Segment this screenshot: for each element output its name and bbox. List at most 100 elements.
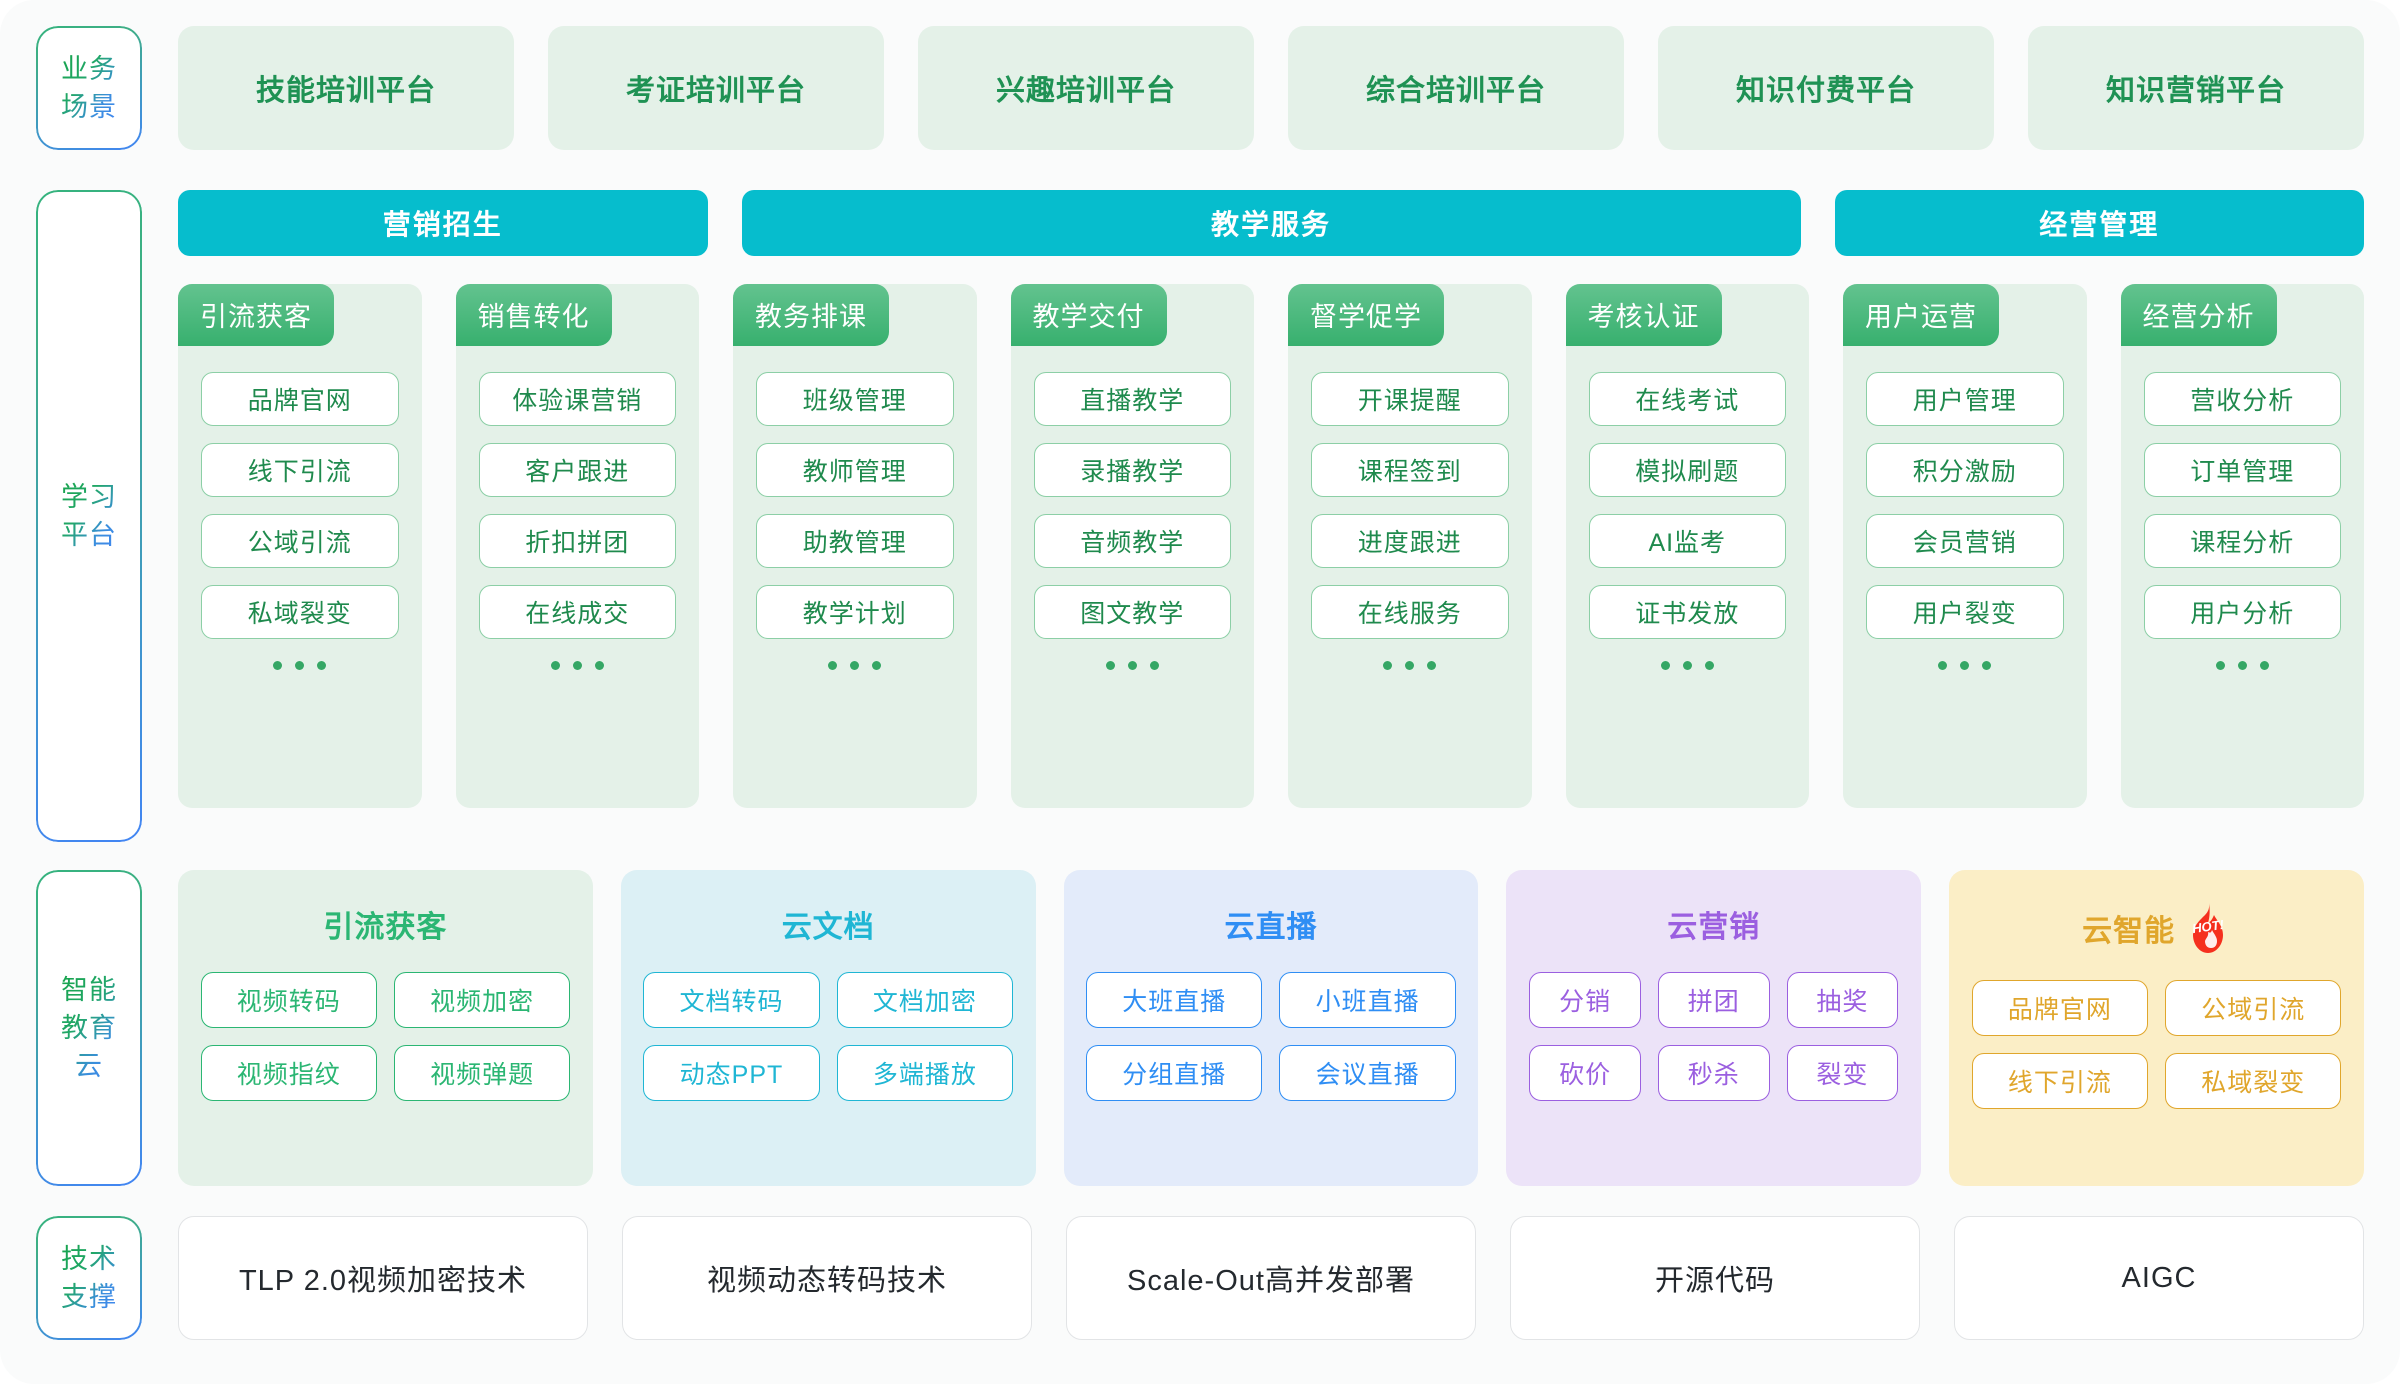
tech-card[interactable]: 开源代码 (1510, 1216, 1920, 1340)
learning-group-header-row: 营销招生 教学服务 经营管理 (178, 190, 2364, 256)
cloud-tag[interactable]: 砍价 (1529, 1045, 1641, 1101)
scenario-card[interactable]: 知识营销平台 (2028, 26, 2364, 150)
feature-pill[interactable]: 在线服务 (1311, 585, 1509, 639)
group-header-operation[interactable]: 经营管理 (1834, 190, 2364, 256)
group-header-marketing[interactable]: 营销招生 (178, 190, 708, 256)
feature-pill[interactable]: 线下引流 (201, 443, 399, 497)
feature-pill[interactable]: 班级管理 (756, 372, 954, 426)
feature-pill[interactable]: 课程签到 (1311, 443, 1509, 497)
cloud-tag-grid: 分销 拼团 抽奖 砍价 秒杀 裂变 (1528, 972, 1899, 1101)
learning-column: 考核认证 在线考试 模拟刷题 AI监考 证书发放 (1565, 284, 1810, 808)
scenario-card[interactable]: 考证培训平台 (548, 26, 884, 150)
group-header-teaching[interactable]: 教学服务 (741, 190, 1801, 256)
cloud-tag-grid: 大班直播 小班直播 分组直播 会议直播 (1086, 972, 1457, 1101)
cloud-column-title: 引流获客 (323, 911, 448, 944)
scenario-card[interactable]: 知识付费平台 (1658, 26, 1994, 150)
cloud-column-traffic: 引流获客 视频转码 视频加密 视频指纹 视频弹题 (178, 870, 593, 1186)
cloud-tag[interactable]: 分组直播 (1086, 1045, 1263, 1101)
feature-pill[interactable]: 课程分析 (2143, 514, 2341, 568)
cloud-column-title-wrap: 云直播 (1224, 902, 1317, 946)
cloud-tag[interactable]: 小班直播 (1279, 972, 1456, 1028)
tech-support-list: TLP 2.0视频加密技术 视频动态转码技术 Scale-Out高并发部署 开源… (178, 1216, 2364, 1340)
learning-column-title: 教学交付 (1010, 284, 1167, 346)
cloud-tag[interactable]: 大班直播 (1086, 972, 1263, 1028)
scenario-card[interactable]: 兴趣培训平台 (918, 26, 1254, 150)
feature-pill[interactable]: 模拟刷题 (1588, 443, 1786, 497)
cloud-tag[interactable]: 线下引流 (1971, 1053, 2149, 1109)
cloud-tag[interactable]: 动态PPT (643, 1045, 820, 1101)
feature-pill[interactable]: 订单管理 (2143, 443, 2341, 497)
more-ellipsis-icon[interactable] (1288, 661, 1532, 670)
cloud-tag[interactable]: 视频加密 (393, 972, 571, 1028)
feature-pill[interactable]: 图文教学 (1033, 585, 1231, 639)
feature-pill[interactable]: 折扣拼团 (478, 514, 676, 568)
cloud-tag[interactable]: 分销 (1529, 972, 1641, 1028)
cloud-tag[interactable]: 裂变 (1786, 1045, 1899, 1101)
feature-pill[interactable]: 助教管理 (756, 514, 954, 568)
row-label-business-scenario: 业务 场景 (36, 26, 142, 150)
learning-column-title: 经营分析 (2120, 284, 2277, 346)
cloud-tag[interactable]: 文档加密 (836, 972, 1014, 1028)
learning-column-title: 用户运营 (1843, 284, 1999, 346)
feature-pill[interactable]: 开课提醒 (1311, 372, 1509, 426)
feature-pill[interactable]: 会员营销 (1866, 514, 2064, 568)
feature-pill[interactable]: 在线考试 (1588, 372, 1786, 426)
cloud-tag[interactable]: 视频转码 (200, 972, 377, 1028)
learning-column-items: 班级管理 教师管理 助教管理 教学计划 (733, 372, 977, 639)
more-ellipsis-icon[interactable] (456, 661, 700, 670)
feature-pill[interactable]: 教学计划 (756, 585, 954, 639)
learning-column: 引流获客 品牌官网 线下引流 公域引流 私域裂变 (178, 284, 422, 808)
feature-pill[interactable]: 教师管理 (756, 443, 954, 497)
feature-pill[interactable]: 证书发放 (1588, 585, 1786, 639)
cloud-column-title: 云营销 (1667, 911, 1761, 944)
more-ellipsis-icon[interactable] (178, 661, 422, 670)
feature-pill[interactable]: 用户分析 (2143, 585, 2341, 639)
feature-pill[interactable]: 录播教学 (1033, 443, 1231, 497)
feature-pill[interactable]: 营收分析 (2143, 372, 2341, 426)
cloud-tag[interactable]: 私域裂变 (2165, 1053, 2342, 1109)
feature-pill[interactable]: 体验课营销 (478, 372, 676, 426)
more-ellipsis-icon[interactable] (733, 661, 977, 670)
learning-column: 督学促学 开课提醒 课程签到 进度跟进 在线服务 (1288, 284, 1532, 808)
scenario-card[interactable]: 综合培训平台 (1288, 26, 1624, 150)
cloud-tag[interactable]: 抽奖 (1786, 972, 1899, 1028)
cloud-tag[interactable]: 多端播放 (836, 1045, 1014, 1101)
feature-pill[interactable]: 进度跟进 (1311, 514, 1509, 568)
more-ellipsis-icon[interactable] (2121, 661, 2365, 670)
feature-pill[interactable]: 客户跟进 (478, 443, 676, 497)
cloud-tag[interactable]: 品牌官网 (1971, 980, 2149, 1036)
cloud-tag-grid: 视频转码 视频加密 视频指纹 视频弹题 (200, 972, 571, 1101)
row-label-tech-support: 技术 支撑 (36, 1216, 142, 1340)
learning-column-items: 用户管理 积分激励 会员营销 用户裂变 (1843, 372, 2087, 639)
feature-pill[interactable]: 用户管理 (1866, 372, 2064, 426)
more-ellipsis-icon[interactable] (1566, 661, 1810, 670)
cloud-tag[interactable]: 视频弹题 (393, 1045, 571, 1101)
learning-column-items: 开课提醒 课程签到 进度跟进 在线服务 (1288, 372, 1532, 639)
business-scenario-list: 技能培训平台 考证培训平台 兴趣培训平台 综合培训平台 知识付费平台 知识营销平… (178, 26, 2364, 150)
cloud-column-intelligence: 云智能 HOT! 品牌官网 公域引流 线下引流 私域裂变 (1949, 870, 2364, 1186)
learning-column-title: 引流获客 (178, 284, 334, 346)
more-ellipsis-icon[interactable] (1843, 661, 2087, 670)
tech-card[interactable]: Scale-Out高并发部署 (1066, 1216, 1476, 1340)
cloud-tag[interactable]: 会议直播 (1279, 1045, 1456, 1101)
scenario-card[interactable]: 技能培训平台 (178, 26, 514, 150)
feature-pill[interactable]: AI监考 (1588, 514, 1786, 568)
tech-card[interactable]: 视频动态转码技术 (622, 1216, 1032, 1340)
tech-card[interactable]: TLP 2.0视频加密技术 (178, 1216, 588, 1340)
feature-pill[interactable]: 音频教学 (1033, 514, 1231, 568)
cloud-tag[interactable]: 拼团 (1657, 972, 1770, 1028)
cloud-tag[interactable]: 文档转码 (643, 972, 820, 1028)
feature-pill[interactable]: 公域引流 (201, 514, 399, 568)
more-ellipsis-icon[interactable] (1011, 661, 1255, 670)
feature-pill[interactable]: 积分激励 (1866, 443, 2064, 497)
cloud-tag[interactable]: 公域引流 (2165, 980, 2342, 1036)
cloud-tag[interactable]: 视频指纹 (200, 1045, 377, 1101)
feature-pill[interactable]: 私域裂变 (201, 585, 399, 639)
feature-pill[interactable]: 品牌官网 (201, 372, 399, 426)
feature-pill[interactable]: 用户裂变 (1866, 585, 2064, 639)
cloud-column-title: 云文档 (781, 911, 875, 944)
cloud-tag[interactable]: 秒杀 (1657, 1045, 1770, 1101)
tech-card[interactable]: AIGC (1954, 1216, 2364, 1340)
feature-pill[interactable]: 直播教学 (1033, 372, 1231, 426)
feature-pill[interactable]: 在线成交 (478, 585, 676, 639)
